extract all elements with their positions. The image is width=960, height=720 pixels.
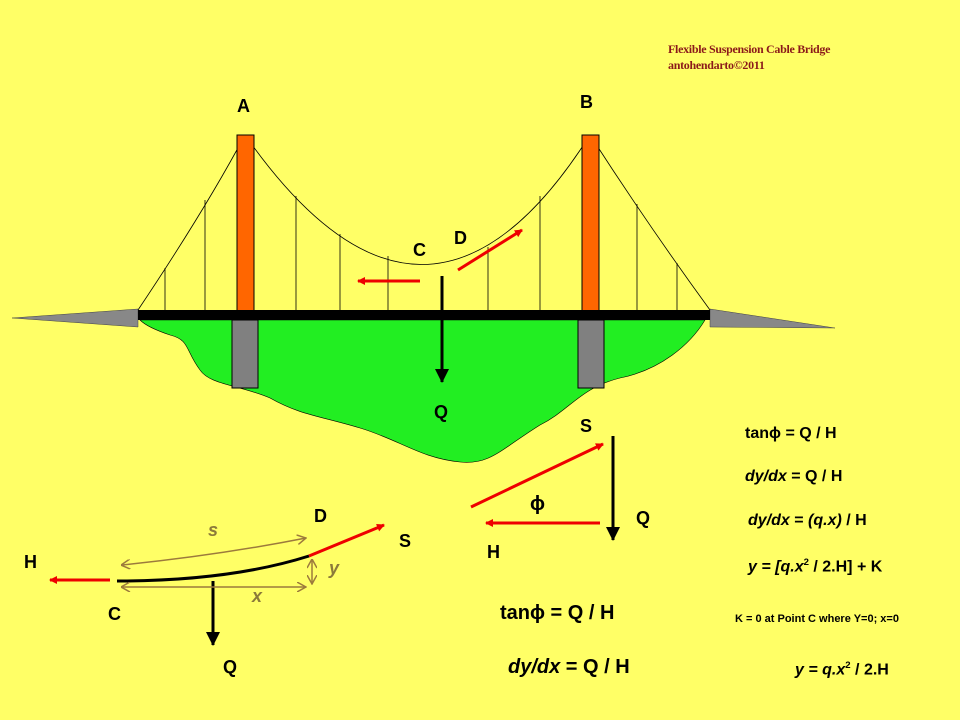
tower-a bbox=[236, 134, 255, 316]
equation-y-final: y = q.x2 / 2.H bbox=[795, 660, 889, 679]
pier-a bbox=[231, 319, 259, 389]
main-cable-right-span bbox=[589, 134, 711, 311]
label-q-fbd: Q bbox=[223, 657, 238, 677]
ground-valley bbox=[139, 319, 706, 463]
hangers bbox=[164, 196, 678, 312]
credit-title: Flexible Suspension Cable Bridge bbox=[668, 42, 831, 56]
cable-segment-cd bbox=[116, 554, 310, 583]
label-point-c: C bbox=[413, 240, 426, 260]
label-h-fbd: H bbox=[24, 552, 37, 572]
label-var-s: s bbox=[208, 520, 219, 540]
equation-dydx-bottom: dy/dx = Q / H bbox=[508, 656, 630, 678]
main-cable-left-span bbox=[137, 134, 246, 311]
pier-b bbox=[577, 319, 605, 389]
fbd-s-arrow bbox=[308, 523, 385, 558]
credit-author: antohendarto©2011 bbox=[668, 58, 765, 72]
force-arrow-s-at-d bbox=[457, 228, 523, 272]
label-c-fbd: C bbox=[108, 604, 121, 624]
right-approach-ramp bbox=[709, 308, 836, 329]
label-var-y: y bbox=[329, 558, 340, 578]
tower-b bbox=[581, 134, 600, 316]
label-point-d: D bbox=[454, 228, 467, 248]
label-tower-a: A bbox=[237, 96, 250, 116]
label-phi: ϕ bbox=[530, 493, 545, 515]
equation-dydx-right: dy/dx = Q / H bbox=[745, 468, 843, 485]
equation-tan-phi-right: tanϕ = Q / H bbox=[745, 425, 837, 442]
equation-tan-phi-bottom: tanϕ = Q / H bbox=[500, 602, 615, 624]
label-s-triangle: S bbox=[580, 416, 593, 436]
label-h-triangle: H bbox=[487, 542, 500, 562]
equation-y-with-k: y = [q.x2 / 2.H] + K bbox=[748, 557, 883, 576]
triangle-s-arrow bbox=[470, 442, 604, 509]
note-k-zero: K = 0 at Point C where Y=0; x=0 bbox=[735, 613, 899, 625]
main-cable-center-span bbox=[244, 134, 591, 265]
label-q-bridge: Q bbox=[434, 402, 449, 422]
label-q-triangle: Q bbox=[636, 508, 651, 528]
equation-dydx-qx-right: dy/dx = (q.x) / H bbox=[748, 512, 867, 529]
label-d-fbd: D bbox=[314, 506, 327, 526]
bridge-deck bbox=[138, 310, 710, 320]
label-var-x: x bbox=[252, 586, 263, 606]
dimension-s-arc bbox=[122, 538, 306, 565]
label-s-fbd: S bbox=[399, 531, 412, 551]
label-tower-b: B bbox=[580, 92, 593, 112]
left-approach-ramp bbox=[11, 308, 139, 328]
